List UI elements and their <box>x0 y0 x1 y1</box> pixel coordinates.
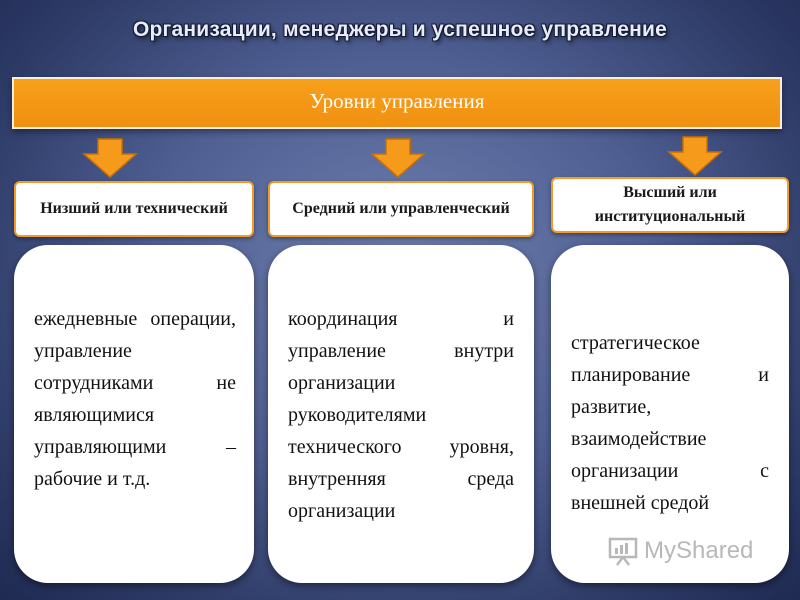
slide-title: Организации, менеджеры и успешное управл… <box>132 18 667 41</box>
levels-banner: Уровни управления <box>12 77 782 129</box>
level-low-description-box: ежедневные операции, управление сотрудни… <box>14 245 254 583</box>
myshared-watermark: MyShared <box>608 536 753 566</box>
level-low-name: Низший или технический <box>40 200 228 217</box>
level-high-description: стратегическое планирование и развитие, … <box>571 332 769 514</box>
level-high-description-box: стратегическое планирование и развитие, … <box>551 245 789 583</box>
level-low-header: Низший или технический <box>14 181 254 237</box>
down-arrow-icon <box>667 136 723 176</box>
level-low-description: ежедневные операции, управление сотрудни… <box>34 308 236 490</box>
level-middle-description-box: координация и управление внутри организа… <box>268 245 534 583</box>
presentation-icon <box>608 537 638 566</box>
level-middle-name: Средний или управленческий <box>292 200 510 217</box>
level-high-header: Высший или институциональный <box>551 177 789 233</box>
level-middle-header: Средний или управленческий <box>268 181 534 237</box>
level-high-name: Высший или институциональный <box>594 184 746 225</box>
down-arrow-icon <box>82 138 138 178</box>
down-arrow-icon <box>370 138 426 178</box>
level-middle-description: координация и управление внутри организа… <box>288 308 514 522</box>
watermark-text: MyShared <box>644 537 754 564</box>
